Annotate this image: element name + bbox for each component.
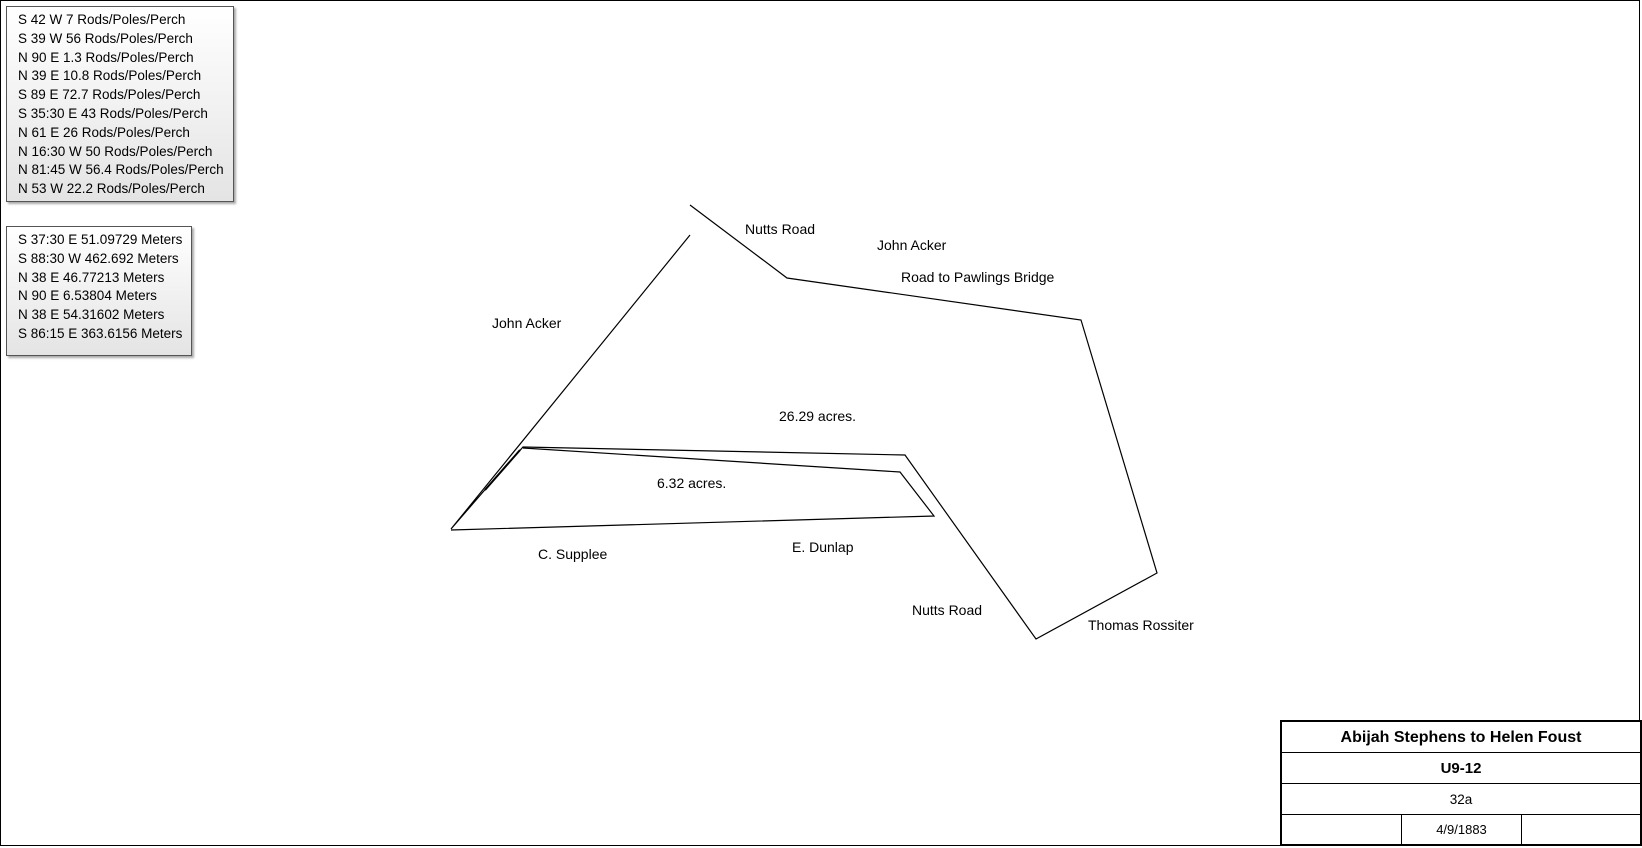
meter-call-line: S 37:30 E 51.09729 Meters	[18, 232, 183, 247]
label-john-acker-top: John Acker	[877, 237, 947, 253]
rod-call-line: N 81:45 W 56.4 Rods/Poles/Perch	[18, 162, 224, 178]
label-nutts-road-bottom: Nutts Road	[912, 602, 982, 618]
large-tract-boundary	[450, 204, 1158, 640]
deed-title: Abijah Stephens to Helen Foust	[1282, 722, 1640, 753]
label-nutts-road-top: Nutts Road	[745, 221, 815, 237]
tract-tie-line	[484, 449, 521, 491]
rod-call-line: N 53 W 22.2 Rods/Poles/Perch	[18, 181, 205, 197]
deed-date: 4/9/1883	[1402, 815, 1522, 844]
title-block: Abijah Stephens to Helen Foust U9-12 32a…	[1280, 720, 1642, 846]
rod-call-line: S 89 E 72.7 Rods/Poles/Perch	[18, 87, 201, 103]
rod-call-line: N 16:30 W 50 Rods/Poles/Perch	[18, 143, 213, 159]
label-c-supplee: C. Supplee	[538, 546, 607, 562]
rod-calls-panel: S 42 W 7 Rods/Poles/Perch S 39 W 56 Rods/…	[6, 6, 234, 202]
rod-call-line: S 42 W 7 Rods/Poles/Perch	[18, 12, 186, 27]
meter-call-line: N 38 E 54.31602 Meters	[18, 307, 165, 323]
deed-reference: U9-12	[1282, 753, 1640, 784]
blank-cell-right	[1522, 815, 1640, 844]
rod-call-line: N 61 E 26 Rods/Poles/Perch	[18, 124, 190, 140]
meter-call-line: S 86:15 E 363.6156 Meters	[18, 325, 183, 341]
label-acres-large: 26.29 acres.	[779, 408, 856, 424]
label-thomas-rossiter: Thomas Rossiter	[1088, 617, 1194, 633]
meter-call-line: N 38 E 46.77213 Meters	[18, 269, 165, 285]
meter-call-line: S 88:30 W 462.692 Meters	[18, 250, 179, 266]
rod-call-line: S 39 W 56 Rods/Poles/Perch	[18, 30, 193, 46]
rod-call-line: S 35:30 E 43 Rods/Poles/Perch	[18, 105, 208, 121]
rod-call-line: N 90 E 1.3 Rods/Poles/Perch	[18, 49, 194, 65]
blank-cell-left	[1282, 815, 1402, 844]
rod-call-line: N 39 E 10.8 Rods/Poles/Perch	[18, 68, 202, 84]
small-tract-boundary	[450, 447, 936, 531]
deed-page: 32a	[1282, 784, 1640, 815]
label-acres-small: 6.32 acres.	[657, 475, 726, 491]
meter-call-line: N 90 E 6.53804 Meters	[18, 288, 157, 304]
meter-calls-panel: S 37:30 E 51.09729 Meters S 88:30 W 462.6…	[6, 226, 192, 356]
label-road-to-pawlings-bridge: Road to Pawlings Bridge	[901, 269, 1055, 285]
label-e-dunlap: E. Dunlap	[792, 539, 854, 555]
title-block-bottom-row: 4/9/1883	[1282, 815, 1640, 844]
label-john-acker-left: John Acker	[492, 315, 562, 331]
